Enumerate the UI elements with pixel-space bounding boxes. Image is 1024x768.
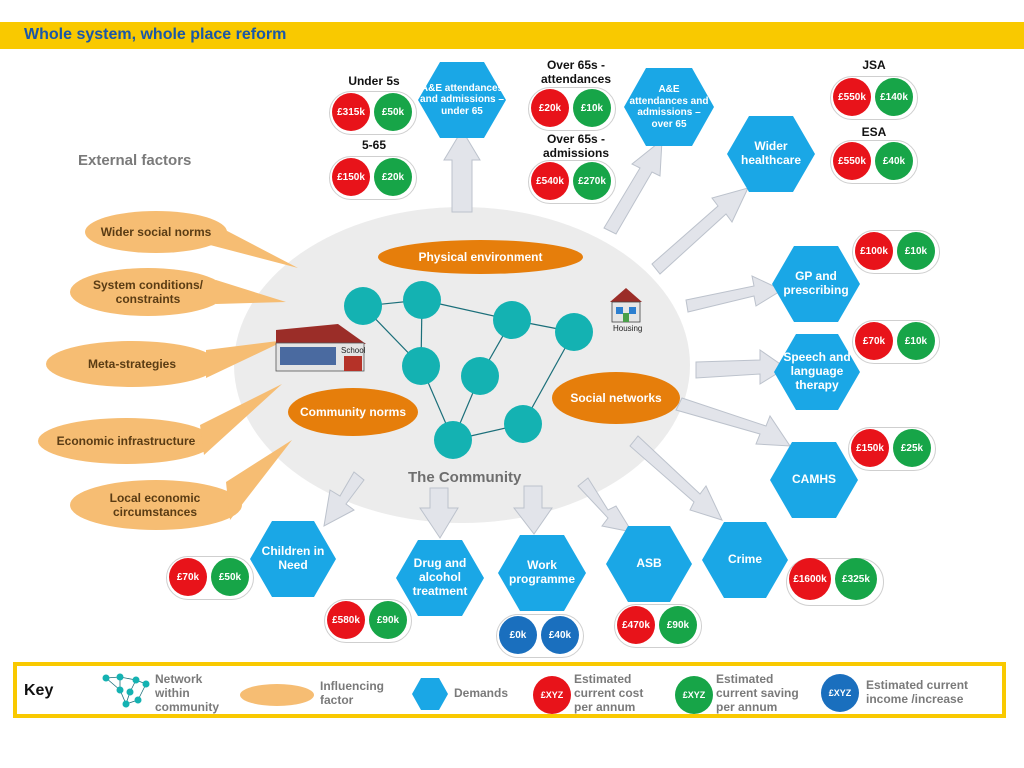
demand-work: Work programme [508,558,576,586]
saving-value: £10k [897,232,935,270]
housing-icon [610,288,642,323]
key-network-label: Network within community [155,672,220,714]
network-node [434,421,472,459]
demand-speech: Speech and language therapy [783,350,851,392]
label-over65-attendances: Over 65s - attendances [540,58,612,86]
cost-value: £150k [851,429,889,467]
income-value: £0k [499,616,537,654]
key-demand-hexagon [412,678,448,710]
external-factors-label: External factors [78,152,192,169]
demand-gp: GP and prescribing [783,269,849,297]
saving-value: £20k [374,158,412,196]
influencing-factor-shapes [38,211,298,530]
network-key-icon [102,673,150,708]
cost-value: £150k [332,158,370,196]
demand-hexagon [702,522,788,598]
label-jsa: JSA [862,58,886,72]
key-influencing-shape [240,684,314,706]
key-income-label: Estimated current income /increase [866,678,969,706]
saving-value: £140k [875,78,913,116]
demand-asb: ASB [636,556,662,571]
network-node [493,301,531,339]
label-under5: Under 5s [348,74,400,88]
network-node [555,313,593,351]
page-title: Whole system, whole place reform [24,26,287,43]
network-node [403,281,441,319]
school-label: School [341,346,366,355]
cost-value: £315k [332,93,370,131]
demand-hexagon [770,442,858,518]
saving-value: £90k [659,606,697,644]
demand-hexagon [774,334,860,410]
demand-ae-under65: A&E attendances and admissions – under 6… [420,82,504,117]
cost-value: £70k [855,322,893,360]
demand-hexagon [250,521,336,597]
network-node [344,287,382,325]
label-esa: ESA [861,125,887,139]
factor-meta-strategies: Meta-strategies [87,356,177,371]
label-5-65: 5-65 [361,138,387,152]
label-over65-admissions: Over 65s - admissions [542,132,610,160]
key-cost-symbol: £XYZ [533,676,571,714]
key-saving-symbol: £XYZ [675,676,713,714]
demand-crime: Crime [727,552,762,567]
saving-value: £10k [897,322,935,360]
network-node [461,357,499,395]
demand-arrows [323,129,791,539]
demand-hexagon [772,246,860,322]
cost-value: £470k [617,606,655,644]
factor-wider-social-norms: Wider social norms [100,224,212,239]
cost-value: £70k [169,558,207,596]
saving-value: £90k [369,601,407,639]
community-label: The Community [408,469,522,486]
cost-value: £20k [531,89,569,127]
demand-children: Children in Need [261,544,325,572]
social-networks: Social networks [552,372,680,424]
demand-hexagon [396,540,484,616]
saving-value: £50k [374,93,412,131]
demand-hexagon [418,62,506,138]
community-ellipse [234,207,690,523]
community-norms: Community norms [288,388,418,436]
demand-hexagon [606,526,692,602]
saving-value: £50k [211,558,249,596]
key-saving-label: Estimated current saving per annum [716,672,799,714]
demand-drug: Drug and alcohol treatment [412,556,468,598]
saving-value: £25k [893,429,931,467]
key-demands-label: Demands [454,686,509,700]
network-node [504,405,542,443]
key-title: Key [24,682,54,699]
cost-value: £550k [833,142,871,180]
title-bar: Whole system, whole place reform [0,22,1024,49]
key-influencing-label: Influencing factor [320,679,384,707]
demand-camhs: CAMHS [792,472,836,487]
demand-ae-over65: A&E attendances and admissions – over 65 [629,84,709,130]
factor-economic-infrastructure: Economic infrastructure [56,433,196,448]
school-icon [275,324,366,372]
saving-value: £10k [573,89,611,127]
cost-value: £1600k [789,558,831,600]
saving-value: £270k [573,162,611,200]
factor-system-conditions: System conditions/ constraints [92,277,204,306]
saving-value: £325k [835,558,877,600]
key-income-symbol: £XYZ [821,674,859,712]
demand-hexagon [498,535,586,611]
income-value: £40k [541,616,579,654]
demand-hexagon [727,116,815,192]
cost-value: £540k [531,162,569,200]
demand-hexagon [624,68,714,146]
saving-value: £40k [875,142,913,180]
key-cost-label: Estimated current cost per annum [574,672,644,714]
cost-value: £580k [327,601,365,639]
factor-local-economic-circumstances: Local economic circumstances [109,490,201,519]
cost-value: £550k [833,78,871,116]
network-node [402,347,440,385]
physical-environment: Physical environment [378,240,583,274]
demand-wider-healthcare: Wider healthcare [740,139,802,167]
cost-value: £100k [855,232,893,270]
housing-label: Housing [613,324,643,333]
